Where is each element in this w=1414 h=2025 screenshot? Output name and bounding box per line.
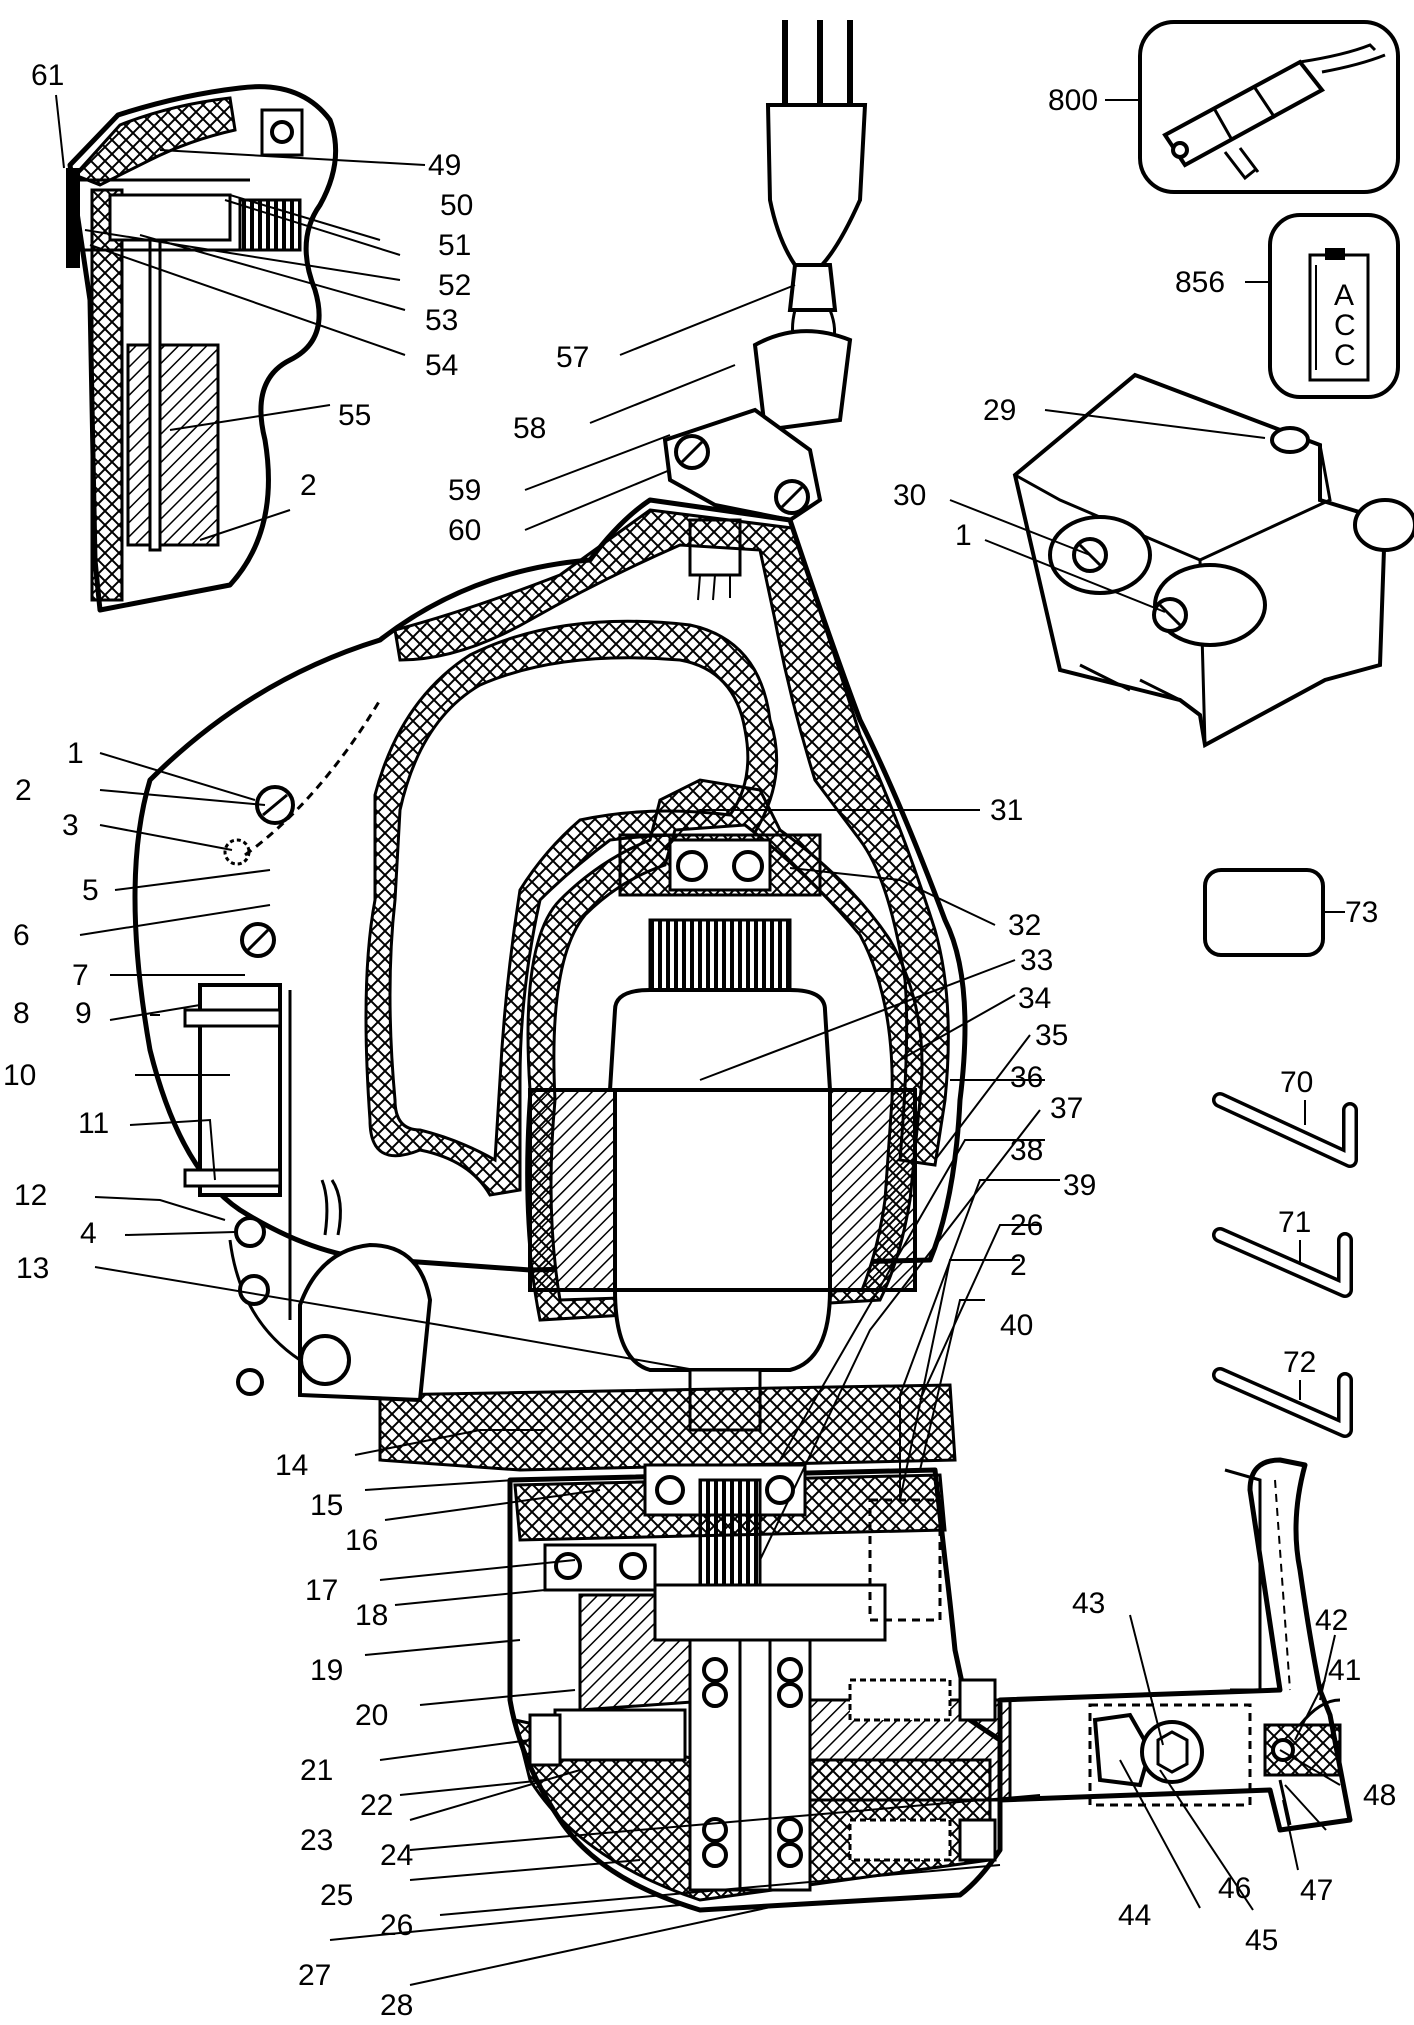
callout-47: 47 — [1300, 1874, 1333, 1907]
callout-34: 34 — [1018, 982, 1051, 1015]
callout-59: 59 — [448, 474, 481, 507]
callout-21: 21 — [300, 1754, 333, 1787]
callout-70: 70 — [1280, 1066, 1313, 1099]
callout-9: 9 — [75, 997, 92, 1030]
callout-16: 16 — [345, 1524, 378, 1557]
callout-60: 60 — [448, 514, 481, 547]
callout-19: 19 — [310, 1654, 343, 1687]
callout-39: 39 — [1063, 1169, 1096, 1202]
callout-24: 24 — [380, 1839, 413, 1872]
callout-41: 41 — [1328, 1654, 1361, 1687]
callout-17: 17 — [305, 1574, 338, 1607]
callout-37: 37 — [1050, 1092, 1083, 1125]
callout-44: 44 — [1118, 1899, 1151, 1932]
callout-71: 71 — [1278, 1206, 1311, 1239]
callout-25: 25 — [320, 1879, 353, 1912]
callout-58: 58 — [513, 412, 546, 445]
handle-inset-drawing — [66, 84, 339, 613]
callout-53: 53 — [425, 304, 458, 337]
callout-1: 1 — [67, 737, 84, 770]
callout-36: 36 — [1010, 1061, 1043, 1094]
callout-54: 54 — [425, 349, 458, 382]
callout-35: 35 — [1035, 1019, 1068, 1052]
callout-46: 46 — [1218, 1872, 1251, 1905]
callout-40: 40 — [1000, 1309, 1033, 1342]
hex-key-70 — [1212, 1092, 1358, 1168]
callout-55: 55 — [338, 399, 371, 432]
callout-26-upper: 26 — [1010, 1209, 1043, 1242]
callout-856: 856 — [1175, 266, 1225, 299]
callout-23: 23 — [300, 1824, 333, 1857]
power-cord-plug — [662, 20, 868, 601]
callout-labels: 61 49 50 51 52 53 54 55 2 57 58 59 60 80… — [3, 59, 1396, 2022]
callout-7: 7 — [72, 959, 89, 992]
callout-8: 8 — [13, 997, 30, 1030]
callout-52: 52 — [438, 269, 471, 302]
callout-6: 6 — [13, 919, 30, 952]
label-letter-2: C — [1334, 309, 1356, 342]
callout-32: 32 — [1008, 909, 1041, 942]
callout-31: 31 — [990, 794, 1023, 827]
callout-4: 4 — [80, 1217, 97, 1250]
callout-50: 50 — [440, 189, 473, 222]
callout-57: 57 — [556, 341, 589, 374]
hex-key-72 — [1212, 1367, 1353, 1438]
callout-800: 800 — [1048, 84, 1098, 117]
callout-1-block: 1 — [955, 519, 972, 552]
callout-45: 45 — [1245, 1924, 1278, 1957]
callout-12: 12 — [14, 1179, 47, 1212]
callout-18: 18 — [355, 1599, 388, 1632]
callout-13: 13 — [16, 1252, 49, 1285]
callout-11: 11 — [78, 1107, 109, 1140]
callout-48: 48 — [1363, 1779, 1396, 1812]
callout-27: 27 — [298, 1959, 331, 1992]
label-letter-1: A — [1334, 279, 1354, 312]
hex-key-71 — [1212, 1227, 1353, 1298]
callout-14: 14 — [275, 1449, 308, 1482]
label-856-inset: A C C — [1268, 213, 1400, 399]
leader-lines — [55, 94, 1345, 1986]
callout-15: 15 — [310, 1489, 343, 1522]
callout-29: 29 — [983, 394, 1016, 427]
callout-22: 22 — [360, 1789, 393, 1822]
guide-block — [1012, 372, 1414, 749]
callout-26: 26 — [380, 1909, 413, 1942]
tool-housing — [132, 497, 968, 1472]
callout-33: 33 — [1020, 944, 1053, 977]
part-73-box — [1203, 868, 1325, 957]
callout-5: 5 — [82, 874, 99, 907]
gear-case — [507, 1463, 1012, 1913]
callout-38: 38 — [1010, 1134, 1043, 1167]
accessory-800-inset — [1138, 20, 1400, 194]
callout-72: 72 — [1283, 1346, 1316, 1379]
callout-30: 30 — [893, 479, 926, 512]
callout-2-inset: 2 — [300, 469, 317, 502]
callout-2: 2 — [15, 774, 32, 807]
callout-2-upper: 2 — [1010, 1249, 1027, 1282]
callout-49: 49 — [428, 149, 461, 182]
callout-10: 10 — [3, 1059, 36, 1092]
callout-20: 20 — [355, 1699, 388, 1732]
callout-3: 3 — [62, 809, 79, 842]
callout-43: 43 — [1072, 1587, 1105, 1620]
callout-73: 73 — [1345, 896, 1378, 929]
label-letter-3: C — [1334, 339, 1356, 372]
callout-28: 28 — [380, 1989, 413, 2020]
callout-61: 61 — [31, 59, 64, 92]
cutter-head — [997, 1457, 1353, 1833]
callout-51: 51 — [438, 229, 471, 262]
callout-42: 42 — [1315, 1604, 1348, 1637]
